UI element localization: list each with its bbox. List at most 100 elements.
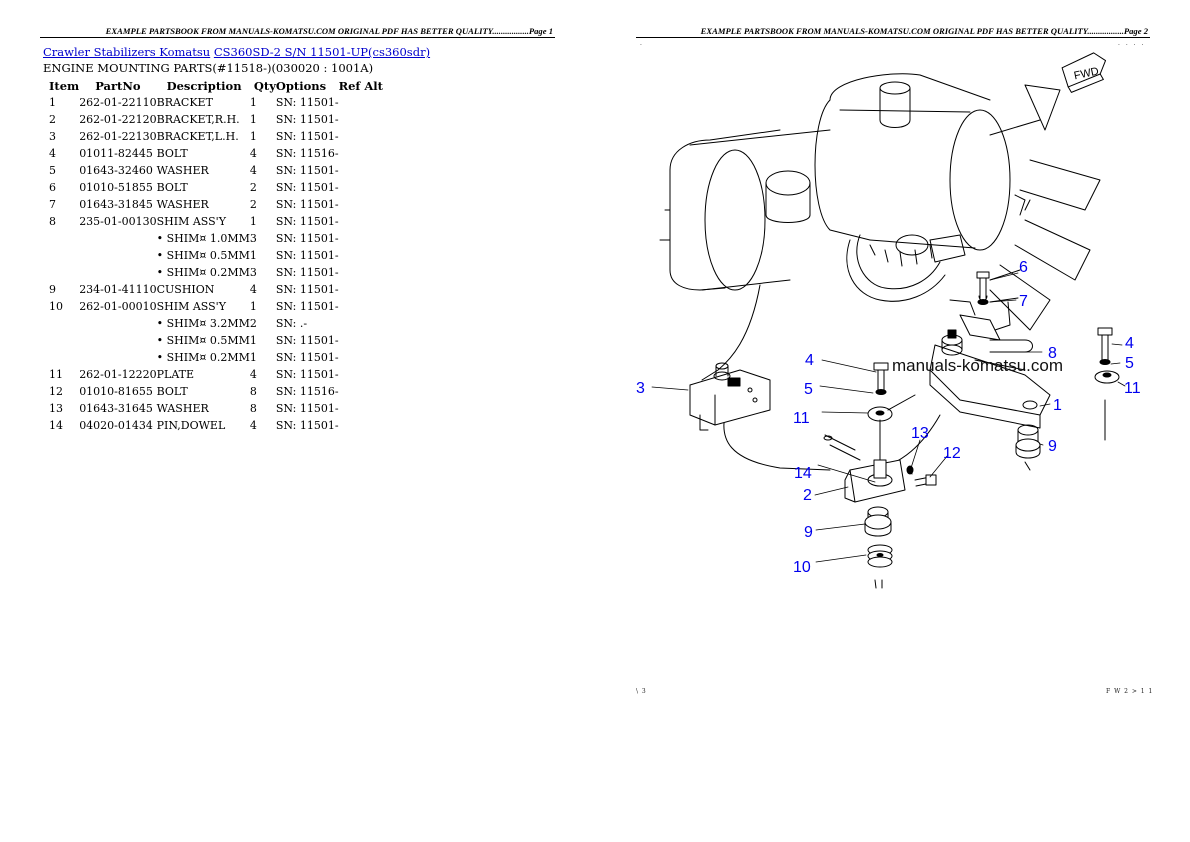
callout-12: 12 — [943, 445, 961, 462]
cell-ref-alt — [339, 247, 383, 264]
cell-partno: 01010-51855 — [79, 181, 153, 194]
callout-13: 13 — [911, 425, 929, 442]
cell-partno: 01010-81655 — [79, 385, 153, 398]
table-header-row: Item PartNo Description Qty Options Ref … — [43, 78, 383, 94]
cell-qty: 4 — [249, 283, 257, 296]
cell-description: • SHIM¤ 0.5MM — [156, 249, 250, 262]
cell-qty: 1 — [249, 96, 257, 109]
parts-table: Item PartNo Description Qty Options Ref … — [43, 78, 383, 434]
bolt-12-drawing — [906, 465, 937, 487]
cell-item: 12 — [49, 385, 63, 398]
callout-1: 1 — [1053, 397, 1062, 414]
cell-qty: 4 — [249, 147, 257, 160]
cell-item: 4 — [49, 147, 56, 160]
cell-qty: 3 — [249, 266, 257, 279]
cell-description: BOLT — [156, 147, 188, 160]
cell-description: • SHIM¤ 0.2MM — [156, 266, 250, 279]
column-header-ref-alt: Ref Alt — [338, 79, 383, 93]
callout-10: 10 — [793, 559, 811, 576]
cell-ref-alt — [339, 383, 383, 400]
cell-description: WASHER — [156, 402, 209, 415]
cell-partno: 262-01-22130 — [79, 130, 157, 143]
cell-options: SN: 11501- — [275, 334, 339, 347]
cell-partno — [79, 230, 156, 247]
cell-ref-alt — [339, 349, 383, 366]
cell-qty: 1 — [249, 334, 257, 347]
cell-qty: 2 — [249, 317, 257, 330]
cell-description: BOLT — [156, 385, 188, 398]
cell-item: 3 — [49, 130, 56, 143]
cell-qty: 8 — [249, 385, 257, 398]
cell-item — [43, 332, 79, 349]
cell-partno — [79, 264, 156, 281]
cell-item — [43, 349, 79, 366]
cell-qty: 1 — [249, 300, 257, 313]
cell-item: 9 — [49, 283, 56, 296]
section-title: ENGINE MOUNTING PARTS(#11518-)(030020 : … — [43, 61, 374, 75]
cell-partno: 01011-82445 — [79, 147, 153, 160]
callout-9-lower: 9 — [804, 524, 813, 541]
cell-ref-alt — [339, 94, 383, 111]
bolt-right-drawing — [1094, 327, 1120, 384]
cell-qty: 1 — [249, 351, 257, 364]
leader-lines — [651, 272, 1126, 563]
cell-partno: 04020-01434 — [79, 419, 153, 432]
cell-item — [43, 230, 79, 247]
page-footer-right: F W 2 > 1 1 — [1106, 688, 1154, 695]
cell-description: CUSHION — [156, 283, 215, 296]
cell-item: 7 — [49, 198, 56, 211]
callout-7: 7 — [1019, 293, 1028, 310]
cell-ref-alt — [339, 230, 383, 247]
cell-ref-alt — [339, 315, 383, 332]
cell-description: • SHIM¤ 0.2MM — [156, 351, 250, 364]
cell-description: SHIM ASS'Y — [156, 215, 226, 228]
cell-options: SN: 11501- — [275, 351, 339, 364]
header-rule-left — [40, 37, 555, 38]
page-header-right: EXAMPLE PARTSBOOK FROM MANUALS-KOMATSU.C… — [700, 26, 1148, 36]
cell-options: SN: 11501- — [275, 419, 339, 432]
breadcrumb-link-category[interactable]: Crawler Stabilizers Komatsu — [43, 45, 211, 59]
cell-item: 13 — [49, 402, 63, 415]
breadcrumb: Crawler Stabilizers Komatsu CS360SD-2 S/… — [43, 45, 430, 59]
callout-14: 14 — [794, 465, 812, 482]
callout-3: 3 — [636, 380, 645, 397]
cell-options: SN: 11516- — [275, 385, 339, 398]
bolt-upper-drawing — [976, 269, 1021, 331]
column-header-description: Description — [166, 79, 242, 93]
cell-qty: 8 — [249, 402, 257, 415]
cell-description: WASHER — [156, 164, 209, 177]
cell-ref-alt — [339, 298, 383, 315]
column-header-qty: Qty — [253, 79, 276, 93]
breadcrumb-link-model[interactable]: CS360SD-2 S/N 11501-UP(cs360sdr) — [213, 45, 431, 59]
page-header-left: EXAMPLE PARTSBOOK FROM MANUALS-KOMATSU.C… — [105, 26, 553, 36]
cell-partno — [79, 349, 156, 366]
cell-qty: 2 — [249, 198, 257, 211]
exploded-parts-diagram: FWD — [636, 52, 1141, 589]
fan-drawing — [989, 84, 1101, 331]
callout-9-right: 9 — [1048, 438, 1057, 455]
cell-qty: 1 — [249, 130, 257, 143]
scan-mark-left: · — [640, 42, 644, 49]
cell-qty: 1 — [249, 249, 257, 262]
cell-partno — [79, 247, 156, 264]
cell-qty: 1 — [249, 215, 257, 228]
cell-description: BOLT — [156, 181, 188, 194]
page-footer-left: \ 3 — [636, 688, 647, 695]
column-header-partno: PartNo — [95, 79, 141, 93]
cell-ref-alt — [339, 128, 383, 145]
bracket-lower-drawing — [823, 434, 906, 503]
cell-ref-alt — [339, 417, 383, 434]
